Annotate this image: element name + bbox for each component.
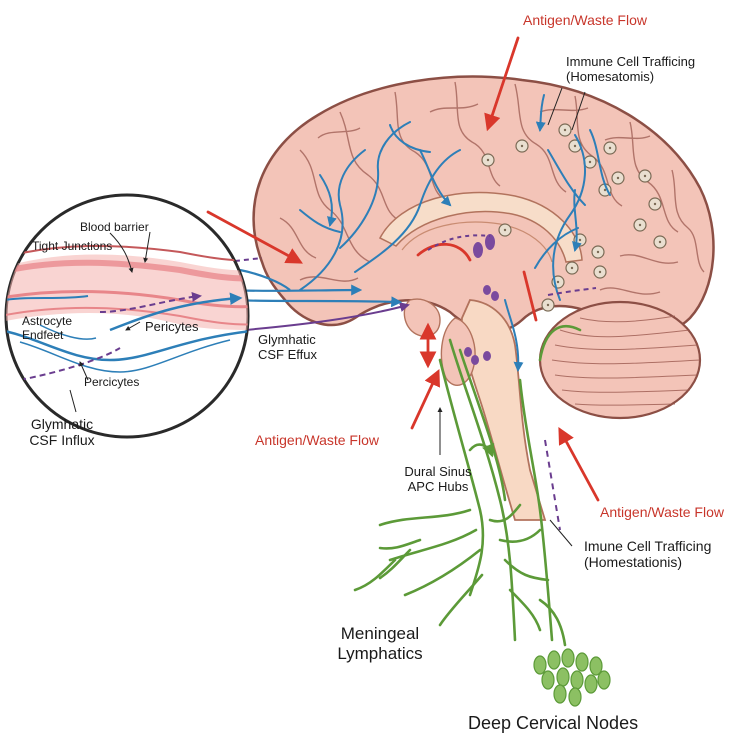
immune-top-line1: Immune Cell Trafficing: [566, 54, 696, 69]
glymphatic-efflux-label: Glymhatic CSF Effux: [258, 332, 318, 363]
immune-bottom-line1: Imune Cell Trafficing: [584, 538, 712, 554]
efflux-line1: Glymhatic: [258, 332, 316, 347]
dural-sinus-label: Dural Sinus APC Hubs: [388, 464, 488, 495]
cerebellum: [538, 300, 702, 420]
immune-trafficking-label-bottom: Imune Cell Trafficing (Homestationis): [584, 538, 711, 570]
dural-line2: APC Hubs: [407, 478, 469, 494]
immune-trafficking-label-top: Immune Cell Trafficing (Homesatomis): [566, 54, 696, 85]
astrocyte-endfeet-label: Astrocyte Endfeet: [22, 314, 73, 343]
influx-line1: Glymhatic: [30, 416, 94, 432]
cortex-immune-cells: [481, 123, 667, 312]
meningeal-line1: Meningeal: [340, 624, 420, 643]
waste-arrows: [206, 36, 600, 502]
efflux-line2: CSF Effux: [258, 346, 318, 362]
deep-cervical-nodes-label: Deep Cervical Nodes: [468, 713, 639, 733]
glymphatic-influx-label: Glymhatic CSF Influx: [12, 416, 112, 448]
deep-cervical-node-cluster: [533, 648, 611, 707]
percicytes-label: Percicytes: [84, 375, 140, 389]
immune-pathways: [225, 234, 597, 531]
tight-junctions-label: Tight Junctions: [32, 239, 113, 253]
antigen-flow-label-right: Antigen/Waste Flow: [600, 504, 724, 520]
meningeal-line2: Lymphatics: [337, 643, 423, 663]
pericytes-label: Pericytes: [145, 319, 199, 334]
dural-line1: Dural Sinus: [404, 464, 472, 479]
cerebrum: [252, 75, 715, 336]
meningeal-lymphatics: [353, 324, 582, 647]
leader-lines: [437, 87, 586, 547]
immune-bottom-line2: (Homestationis): [584, 554, 683, 571]
astrocyte-line1: Astrocyte: [22, 314, 73, 328]
csf-channels: [299, 94, 611, 372]
immune-top-line2: (Homesatomis): [566, 68, 655, 84]
antigen-flow-label-top: Antigen/Waste Flow: [523, 12, 647, 28]
blood-barrier-label: Blood barrier: [80, 220, 149, 234]
blood-barrier-inset: [4, 193, 250, 439]
meningeal-lymphatics-label: Meningeal Lymphatics: [320, 624, 440, 663]
astrocyte-line2: Endfeet: [22, 327, 64, 342]
antigen-flow-label-left: Antigen/Waste Flow: [255, 432, 379, 448]
influx-line2: CSF Influx: [29, 432, 95, 449]
core-immune-cells: [464, 234, 499, 365]
